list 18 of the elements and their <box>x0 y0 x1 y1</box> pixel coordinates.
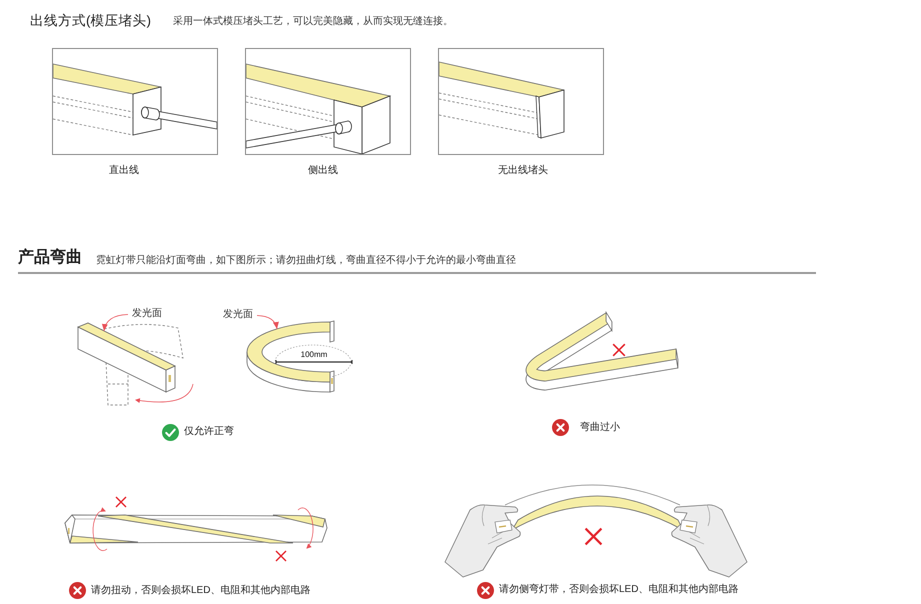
callout-label: 发光面 <box>219 309 257 322</box>
light-emitting-face <box>77 322 176 370</box>
leader-line <box>102 314 128 332</box>
leader-line <box>256 315 278 330</box>
status-text: 仅允许正弯 <box>184 426 234 438</box>
caption: 直出线 <box>109 165 139 177</box>
section-heading: 出线方式(模压堵头) <box>30 13 151 30</box>
caption: 侧出线 <box>308 165 338 177</box>
warning-text: 请勿侧弯灯带，否则会损坏LED、电阻和其他内部电路 <box>499 584 738 596</box>
description-text: 采用一体式模压堵头工艺，可以完美隐藏，从而实现无缝连接。 <box>173 16 453 28</box>
warning-text: 请勿扭动，否则会损坏LED、电阻和其他内部电路 <box>91 585 310 597</box>
light-emitting-face <box>246 322 330 382</box>
description-text: 霓虹灯带只能沿灯面弯曲，如下图所示；请勿扭曲灯线，弯曲直径不得小于允许的最小弯曲直径 <box>96 255 516 267</box>
dimension-label: 100mm <box>300 350 328 360</box>
section-heading: 产品弯曲 <box>18 248 82 268</box>
status-text: 弯曲过小 <box>580 422 620 434</box>
caption: 无出线堵头 <box>498 165 548 177</box>
callout-label: 发光面 <box>128 308 166 321</box>
